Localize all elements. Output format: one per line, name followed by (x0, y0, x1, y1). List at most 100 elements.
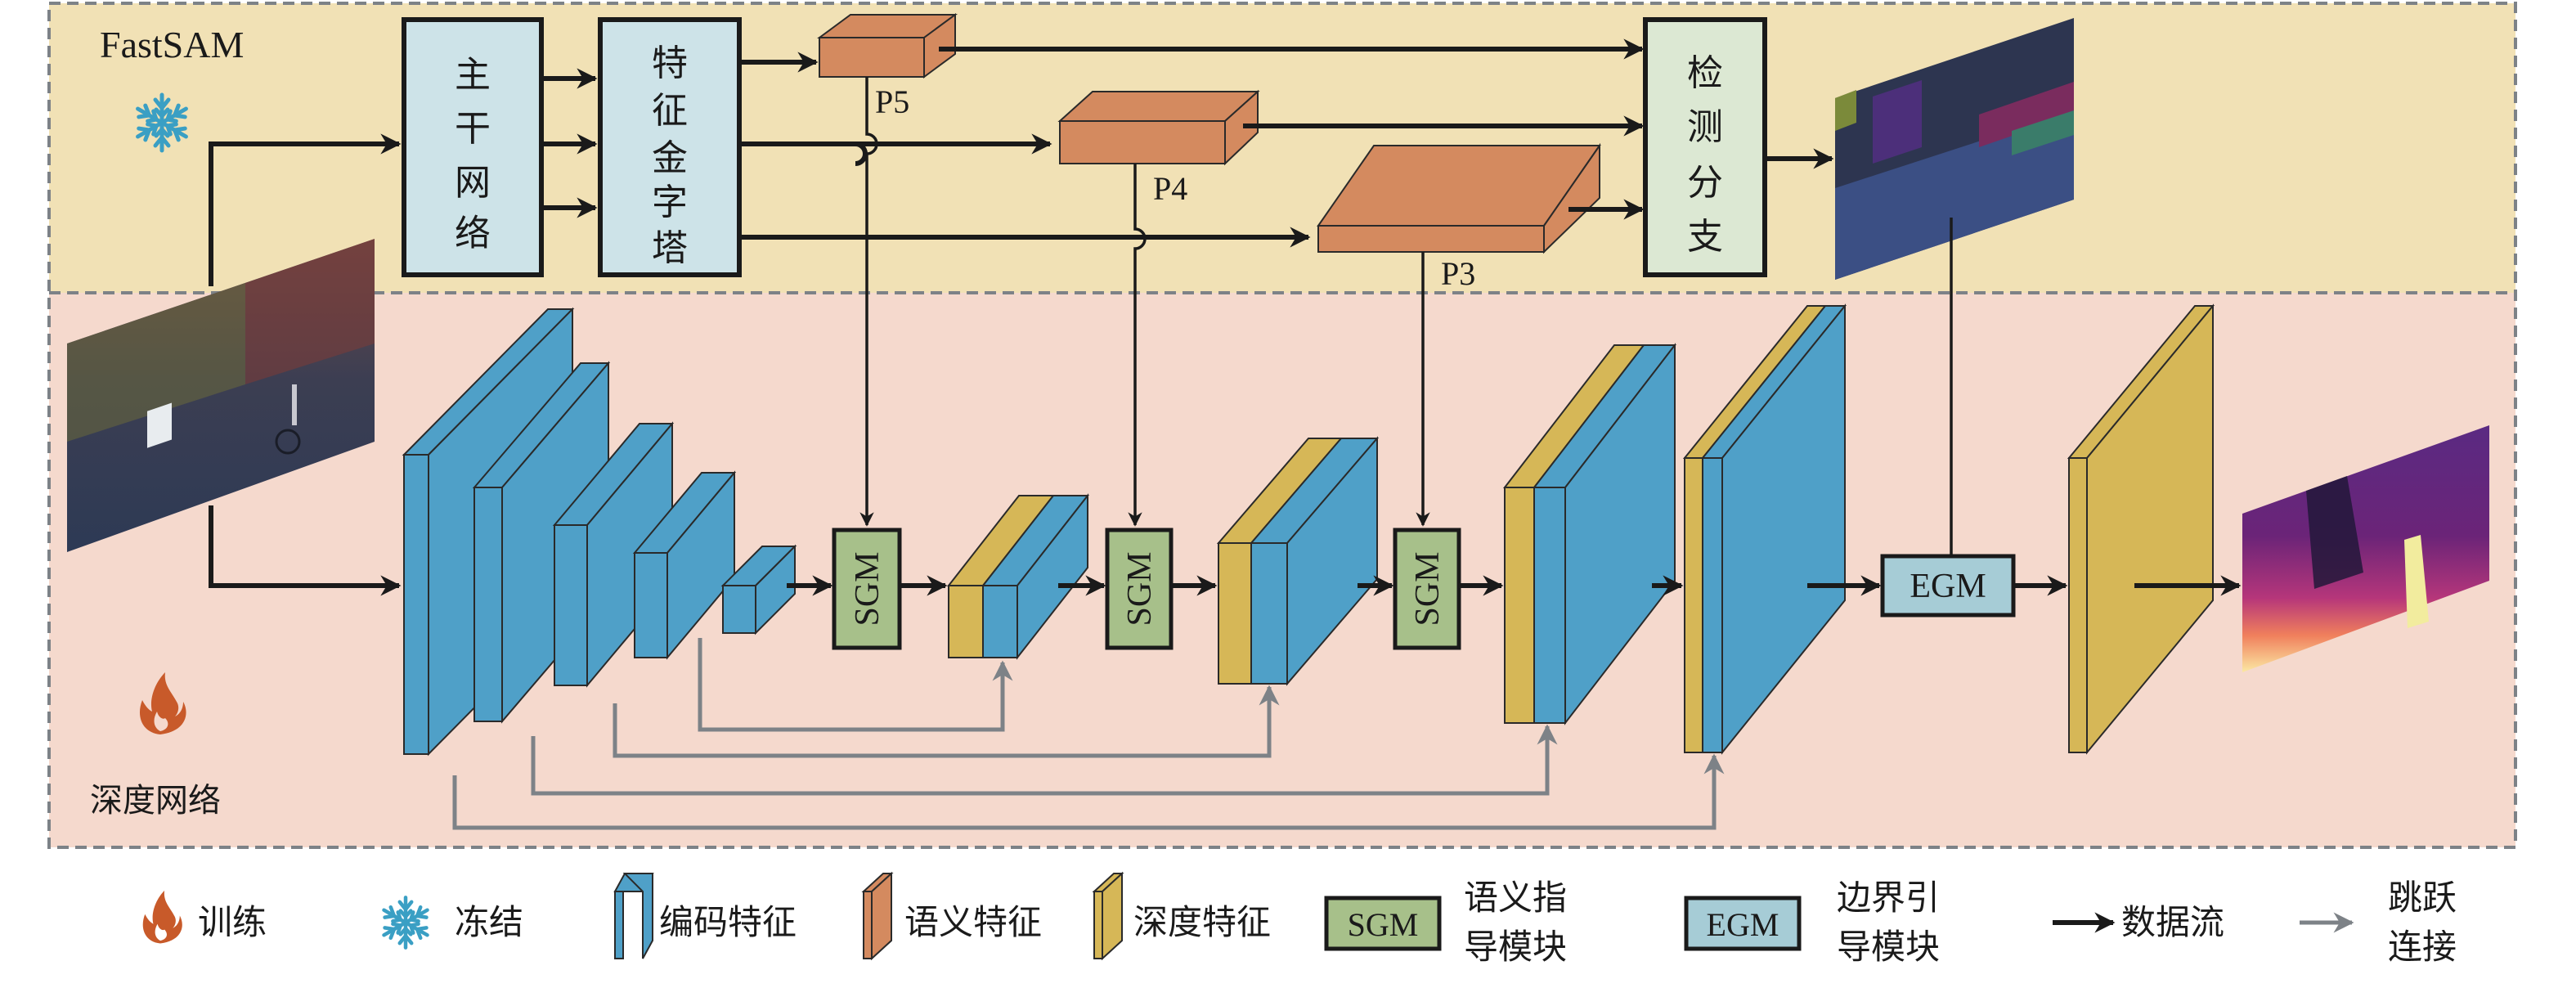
sgm-module-2: SGM (1105, 528, 1174, 650)
legend-label: 边界引 (1837, 878, 1940, 918)
semantic-feature-icon (861, 871, 894, 961)
legend-item-frozen: 冻结 (381, 897, 523, 947)
legend-label: 编码特征 (659, 902, 797, 942)
detection-branch-block: 检 测 分 支 (1643, 17, 1767, 277)
snowflake-icon (381, 897, 430, 947)
encoder-block-4 (632, 470, 737, 660)
fpn-char: 塔 (652, 227, 688, 269)
legend-label: 跳跃 (2388, 878, 2457, 918)
slab-front-face (948, 585, 984, 658)
slab-front-face (722, 585, 756, 634)
legend-item-data-flow: 数据流 (2053, 902, 2224, 942)
sgm-module-3: SGM (1393, 528, 1461, 650)
legend-label: 导模块 (1464, 927, 1567, 967)
decoder-features (946, 303, 2215, 755)
legend-item-semantic-feature: 语义特征 (861, 871, 1042, 961)
p4-semantic-feature (1057, 89, 1260, 166)
legend-item-egm: EGM 边界引 导模块 (1684, 878, 1940, 967)
legend-item-sgm: SGM 语义指 导模块 (1324, 878, 1567, 967)
slab-front-face (1504, 487, 1535, 724)
legend-item-train: 训练 (142, 890, 267, 944)
slab-front-face (1218, 542, 1252, 685)
slab-front-face (2068, 457, 2088, 753)
backbone-char: 网 (455, 162, 491, 204)
decoder-block-4 (1682, 303, 1847, 755)
legend-label: 语义特征 (904, 902, 1042, 942)
slab-front-face (1250, 542, 1288, 685)
p5-semantic-feature (816, 13, 958, 79)
sgm-module-1: SGM (832, 528, 902, 650)
legend-label: 导模块 (1837, 927, 1940, 967)
backbone-char: 干 (455, 108, 491, 150)
fastsam-label: FastSAM (100, 24, 244, 65)
fpn-to-p4-arrow (739, 144, 1050, 166)
legend-box-label: EGM (1707, 906, 1779, 943)
legend: 训练 冻结 编码特征 (142, 871, 2457, 967)
snowflake-icon (135, 92, 190, 150)
feature-pyramid-block: 特 征 金 字 塔 (598, 17, 742, 277)
segmentation-mask-image (1835, 18, 2074, 280)
flame-icon (139, 672, 186, 734)
egm-module: EGM (1880, 554, 2016, 618)
legend-item-encoder-feature: 编码特征 (613, 873, 797, 959)
input-to-depth-encoder-arrow (209, 505, 402, 596)
encoder-features (402, 307, 797, 757)
fpn-char: 征 (652, 90, 688, 132)
sgm-label: SGM (1121, 551, 1159, 626)
detect-char: 分 (1687, 162, 1723, 204)
decoder-block-3 (1502, 343, 1677, 725)
skip-connection-arrow (531, 724, 1558, 796)
depth-map-output-image (2242, 425, 2489, 672)
encoder-feature-icon (613, 873, 654, 959)
slab-front-face (554, 524, 588, 686)
p3-label: P3 (1441, 255, 1475, 292)
legend-item-depth-feature: 深度特征 (1092, 871, 1271, 961)
slab-front-face (982, 585, 1018, 658)
p3-semantic-feature (1317, 142, 1601, 254)
skip-connections (452, 638, 1725, 830)
encoder-block-3 (552, 421, 675, 688)
legend-label: 深度特征 (1133, 902, 1271, 942)
skip-connection-arrow (613, 685, 1280, 758)
p5-to-sgm1-arrow (859, 77, 878, 527)
input-image (67, 239, 375, 552)
sgm-label: SGM (1409, 551, 1447, 626)
sgm-box-icon (1324, 896, 1442, 951)
decoder-block-1 (946, 493, 1090, 660)
slab-front-face (473, 487, 503, 722)
slab-front-face (403, 454, 429, 755)
input-to-backbone-arrow (209, 133, 402, 286)
legend-box-label: SGM (1348, 906, 1419, 943)
egm-box-icon (1684, 896, 1802, 951)
depth-network-label: 深度网络 (90, 782, 221, 820)
fpn-char: 金 (652, 137, 688, 179)
detect-char: 测 (1687, 106, 1723, 148)
sgm-label: SGM (849, 551, 886, 626)
detect-char: 检 (1687, 52, 1723, 94)
p5-label: P5 (875, 83, 909, 120)
legend-item-skip: 跳跃 连接 (2300, 878, 2457, 967)
legend-label: 冻结 (455, 902, 523, 942)
decoder-block-5 (2067, 303, 2215, 755)
detect-char: 支 (1687, 216, 1723, 258)
fpn-char: 字 (652, 182, 688, 223)
legend-label: 数据流 (2121, 902, 2224, 942)
legend-label: 训练 (198, 902, 267, 942)
flame-icon (142, 890, 182, 944)
egm-label: EGM (1910, 568, 1986, 605)
slab-front-face (1684, 457, 1703, 753)
legend-label: 语义指 (1464, 878, 1567, 918)
slab-front-face (1533, 487, 1566, 724)
backbone-char: 主 (455, 54, 491, 96)
legend-label: 连接 (2388, 927, 2457, 967)
depth-feature-icon (1092, 871, 1124, 961)
backbone-block: 主 干 网 络 (402, 17, 544, 277)
fpn-char: 特 (652, 43, 688, 84)
p4-to-sgm2-arrow (1128, 164, 1147, 527)
slab-front-face (1702, 457, 1723, 753)
decoder-block-2 (1216, 436, 1380, 686)
encoder-block-5 (720, 544, 797, 635)
backbone-char: 络 (455, 213, 491, 254)
